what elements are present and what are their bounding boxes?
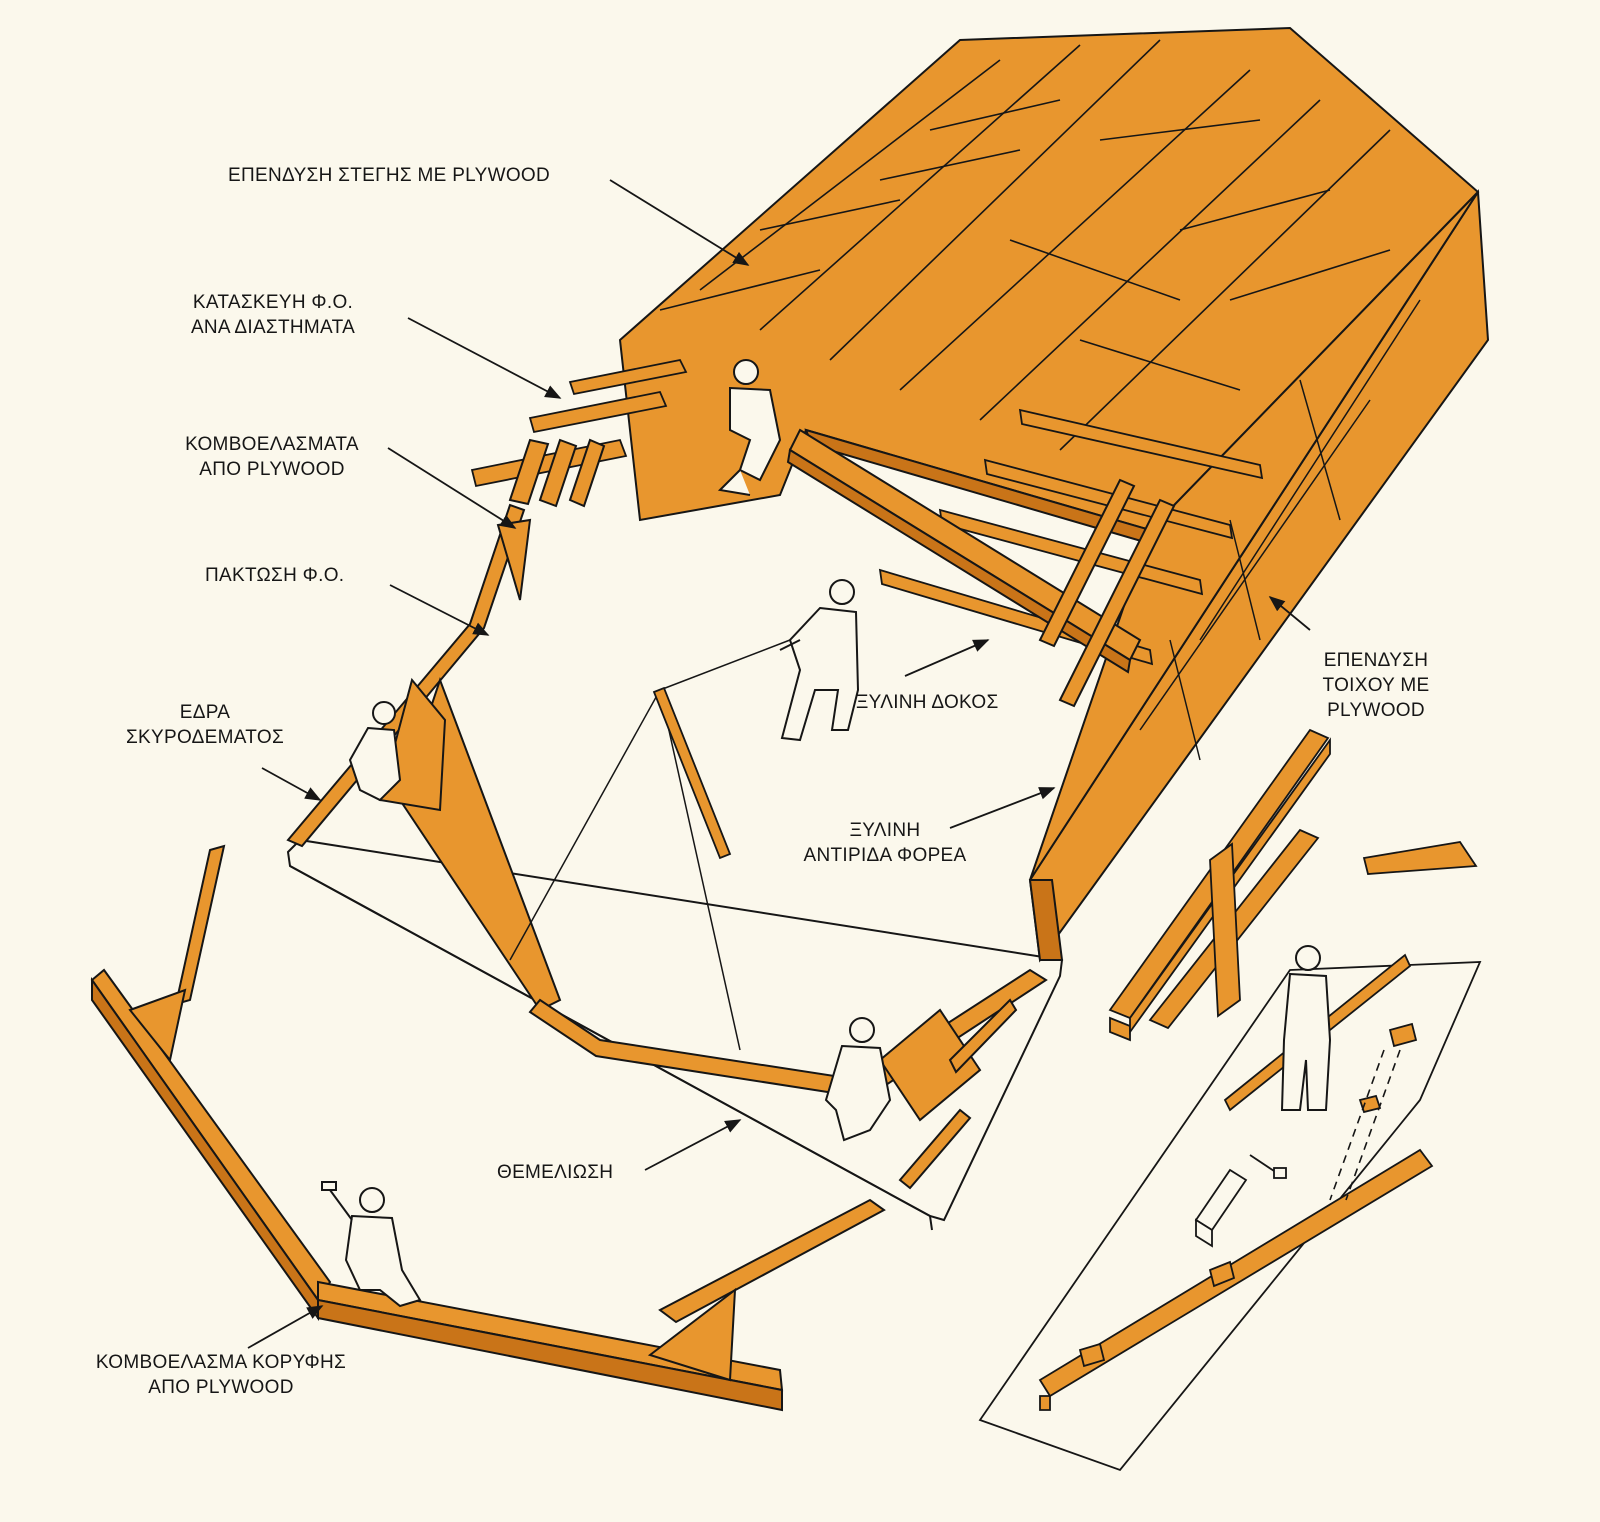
label-apex-gusset: ΚΟΜΒΟΕΛΑΣΜΑ ΚΟΡΥΦΗΣ ΑΠΟ PLYWOOD: [95, 1352, 347, 1398]
label-fixing: ΠΑΚΤΩΣΗ Φ.Ο.: [205, 565, 345, 586]
label-gussets: ΚΟΜΒΟΕΛΑΣΜΑΤΑ ΑΠΟ PLYWOOD: [185, 434, 359, 480]
label-construction: ΚΑΤΑΣΚΕΥΗ Φ.Ο. ΑΝΑ ΔΙΑΣΤΗΜΑΤΑ: [190, 292, 356, 338]
label-foundation: ΘΕΜΕΛΙΩΣΗ: [497, 1162, 614, 1183]
arrow-apex: [247, 1305, 324, 1349]
arrow-beam: [904, 639, 990, 677]
work-area-outline: [978, 961, 1482, 1472]
worker-kneeling: [824, 1017, 892, 1142]
arrow-wall: [1268, 595, 1311, 631]
arrow-roof-sheathing: [609, 179, 750, 266]
worker-carrying-plank: [1280, 945, 1332, 1111]
arrow-construction: [407, 317, 562, 399]
arrow-brace: [949, 787, 1056, 829]
toolbox: [1194, 1168, 1248, 1248]
dashed-layout-lines: [1329, 1049, 1401, 1201]
timber-beam: [786, 428, 1142, 674]
label-concrete-seat: ΕΔΡΑ ΣΚΥΡΟΔΕΜΑΤΟΣ: [126, 702, 284, 748]
arrow-foundation: [644, 1119, 742, 1171]
worker-hammering: [321, 1181, 422, 1308]
label-timber-brace: ΞΥΛΙΝΗ ΑΝΤΙΡΙΔΑ ΦΟΡΕΑ: [803, 820, 967, 866]
worker-pulling-rope: [779, 579, 860, 742]
hammer-icon: [1249, 1154, 1287, 1179]
arch-frame: [286, 438, 1176, 1190]
arrow-seat: [261, 767, 322, 801]
lumber-stack-2: [1209, 841, 1478, 1018]
arch-section-on-ground: [90, 844, 886, 1412]
wall-sheathing-panels: [1028, 188, 1490, 963]
worker-at-base: [348, 701, 402, 802]
label-timber-beam: ΞΥΛΙΝΗ ΔΟΚΟΣ: [856, 692, 999, 713]
label-wall-sheathing: ΕΠΕΝΔΥΣΗ ΤΟΙΧΟΥ ΜΕ PLYWOOD: [1322, 650, 1430, 721]
temporary-brace-pole: [652, 686, 732, 860]
arrow-fixing: [389, 584, 490, 636]
worker-on-roof: [717, 359, 782, 496]
leader-arrows: [247, 179, 1311, 1349]
guy-lines: [509, 639, 791, 1051]
label-roof-sheathing: ΕΠΕΝΔΥΣΗ ΣΤΕΓΗΣ ΜΕ PLYWOOD: [228, 165, 551, 186]
arrow-gussets: [387, 447, 517, 529]
